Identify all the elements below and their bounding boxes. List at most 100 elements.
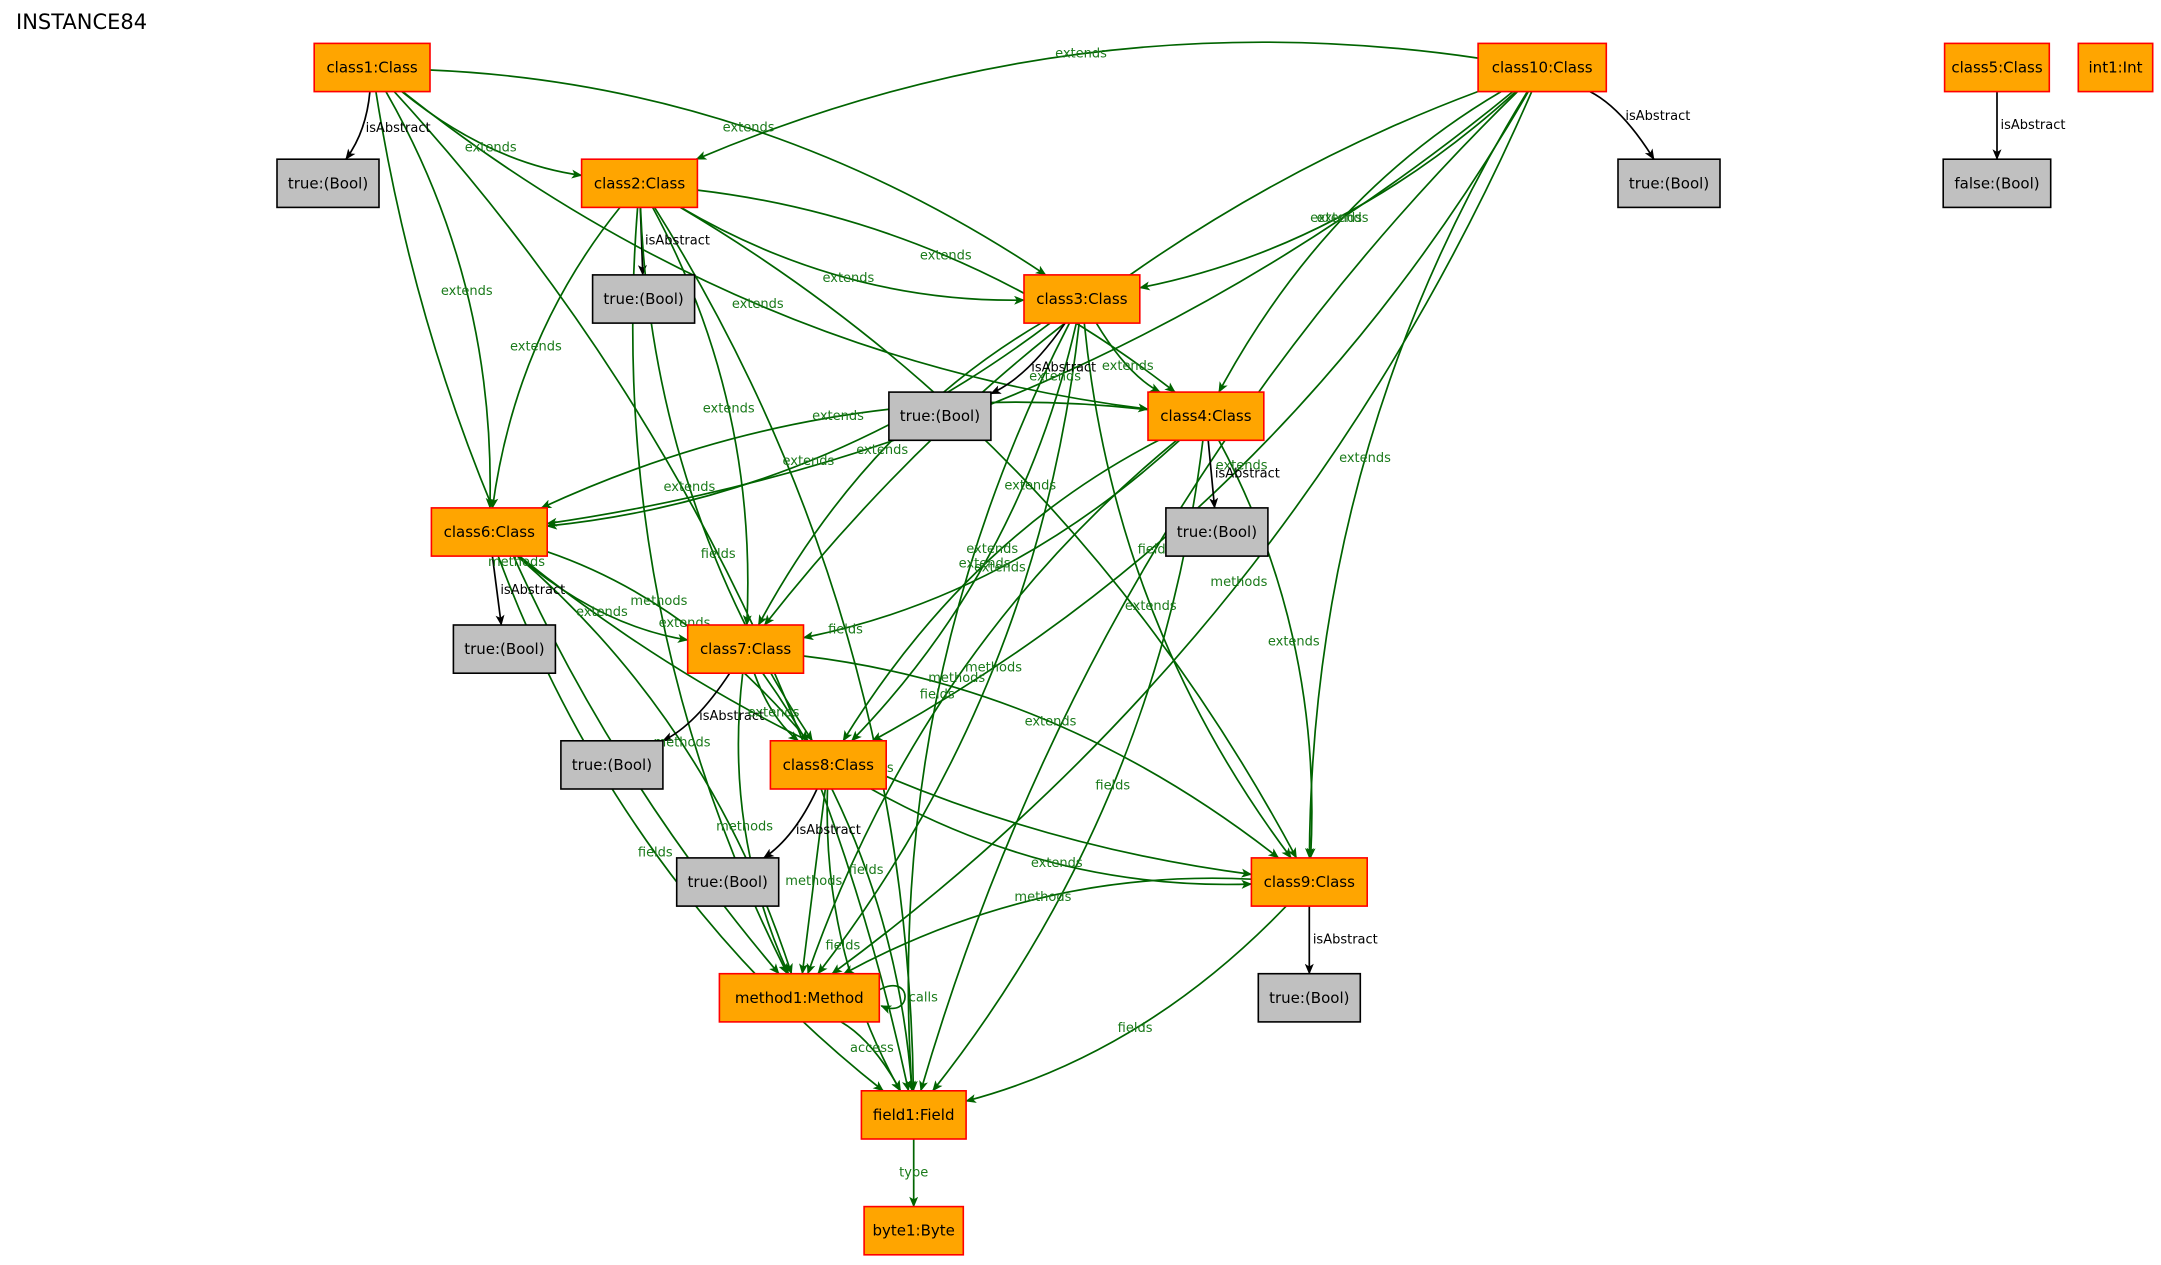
edge-label-extends: extends	[703, 401, 755, 416]
edge-line	[489, 206, 621, 509]
node-class1[interactable]: class1:Class	[313, 42, 431, 93]
edge-line	[919, 90, 1519, 1092]
node-class3[interactable]: class3:Class	[1023, 274, 1141, 324]
node-box	[1943, 42, 2051, 93]
node-box	[580, 158, 699, 209]
edge-line	[546, 322, 1051, 530]
edge-class3-extends-class8	[851, 323, 1078, 742]
node-b_c3[interactable]: true:(Bool)	[888, 391, 992, 442]
edge-class3-extends-class6	[546, 322, 1051, 530]
edge-label-extends: extends	[920, 248, 972, 263]
edge-class1-extends-class3	[429, 69, 1047, 276]
node-label: int1:Int	[2089, 59, 2143, 77]
node-b_c1[interactable]: true:(Bool)	[276, 158, 380, 209]
node-class8[interactable]: class8:Class	[769, 739, 888, 790]
node-box	[1250, 857, 1369, 907]
edge-class10-extends-class9	[1304, 91, 1529, 859]
edge-line	[842, 439, 1160, 742]
edge-label-isAbstract: isAbstract	[1625, 109, 1690, 124]
edge-class3-extends-class4	[1095, 322, 1161, 393]
node-class10[interactable]: class10:Class	[1477, 42, 1608, 93]
edge-label-extends: extends	[1025, 714, 1077, 729]
edge-label-fields: fields	[701, 547, 736, 562]
edge-class3-methods-method1	[817, 323, 1081, 975]
edge-label-fields: fields	[1095, 779, 1130, 794]
node-b_c6[interactable]: true:(Bool)	[452, 624, 557, 675]
edge-line	[757, 322, 1042, 626]
node-label: true:(Bool)	[288, 174, 368, 192]
edge-label-extends: extends	[1125, 599, 1177, 614]
edge-class9-methods-method1	[843, 877, 1252, 975]
edge-label-access: access	[850, 1041, 894, 1056]
edge-line	[1207, 440, 1219, 509]
node-label: class3:Class	[1036, 290, 1127, 308]
edge-label-extends: extends	[1310, 211, 1362, 226]
edge-class7-fields-field1	[762, 672, 916, 1092]
edge-label-fields: fields	[1138, 543, 1173, 558]
node-box	[686, 624, 805, 675]
edge-class2-extends-class6	[489, 206, 621, 509]
node-class2[interactable]: class2:Class	[580, 158, 699, 209]
node-b_c9[interactable]: true:(Bool)	[1257, 972, 1362, 1023]
edge-class2-extends-class7	[651, 206, 752, 626]
edge-label-isAbstract: isAbstract	[1215, 467, 1280, 482]
node-label: byte1:Byte	[873, 1222, 955, 1240]
edge-line	[540, 401, 1149, 509]
edge-label-extends: extends	[1031, 856, 1083, 871]
edge-class10-extends-class4	[1218, 90, 1502, 393]
node-box	[769, 739, 888, 790]
edge-line	[878, 984, 906, 1014]
edge-label-extends: extends	[748, 705, 800, 720]
node-b_c5[interactable]: false:(Bool)	[1942, 158, 2052, 209]
node-class6[interactable]: class6:Class	[430, 507, 548, 557]
edge-line	[870, 788, 1253, 889]
node-field1[interactable]: field1:Field	[860, 1090, 967, 1140]
node-b_c2[interactable]: true:(Bool)	[591, 274, 696, 324]
edge-label-extends: extends	[663, 480, 715, 495]
node-label: true:(Bool)	[572, 756, 652, 774]
node-b_c8[interactable]: true:(Bool)	[675, 857, 780, 907]
edge-line	[965, 905, 1287, 1103]
edge-line	[402, 90, 1149, 413]
node-class7[interactable]: class7:Class	[686, 624, 805, 675]
node-byte1[interactable]: byte1:Byte	[863, 1205, 965, 1256]
node-class9[interactable]: class9:Class	[1250, 857, 1369, 907]
edge-line	[517, 555, 689, 643]
node-box	[888, 391, 992, 442]
edge-line	[826, 788, 901, 1092]
node-box	[860, 1090, 967, 1140]
node-b_c10[interactable]: true:(Bool)	[1617, 158, 1721, 209]
edge-class2-extends-class3	[680, 206, 1025, 305]
edge-method1-access-field1	[840, 1021, 902, 1092]
edge-label-methods: methods	[654, 736, 711, 751]
node-box	[675, 857, 780, 907]
node-b_c7[interactable]: true:(Bool)	[560, 739, 664, 790]
node-int1[interactable]: int1:Int	[2077, 42, 2154, 93]
edge-label-layer: isAbstract extends extends extends extends me…	[366, 46, 2066, 1180]
node-b_c4[interactable]: true:(Bool)	[1165, 507, 1269, 557]
edge-class7-extends-class8	[753, 672, 800, 742]
edge-line	[851, 323, 1078, 742]
edge-class10-extends-class3	[1138, 90, 1517, 291]
node-method1[interactable]: method1:Method	[718, 972, 881, 1023]
node-class5[interactable]: class5:Class	[1943, 42, 2051, 93]
edge-label-extends: extends	[441, 284, 493, 299]
edge-line	[429, 69, 1047, 276]
edge-class4-extends-class8	[842, 439, 1160, 742]
edge-class1-extends-class6	[385, 91, 495, 509]
edge-line	[385, 91, 495, 509]
node-box	[276, 158, 380, 209]
node-label: class4:Class	[1160, 407, 1251, 425]
edge-class7-isAbstract-b_c7	[662, 672, 731, 742]
edge-label-isAbstract: isAbstract	[500, 583, 565, 598]
edge-label-extends: extends	[1339, 451, 1391, 466]
edge-class8-extends-class9	[870, 788, 1253, 889]
edge-label-extends: extends	[1268, 634, 1320, 649]
edge-label-extends: extends	[856, 443, 908, 458]
edge-label-calls: calls	[909, 990, 938, 1005]
node-layer: class1:Class class10:Class class5:Class int…	[276, 42, 2154, 1256]
edge-class10-methods-method1	[831, 91, 1533, 975]
node-label: true:(Bool)	[1629, 174, 1709, 192]
node-class4[interactable]: class4:Class	[1147, 391, 1265, 442]
edge-label-extends: extends	[1004, 478, 1056, 493]
